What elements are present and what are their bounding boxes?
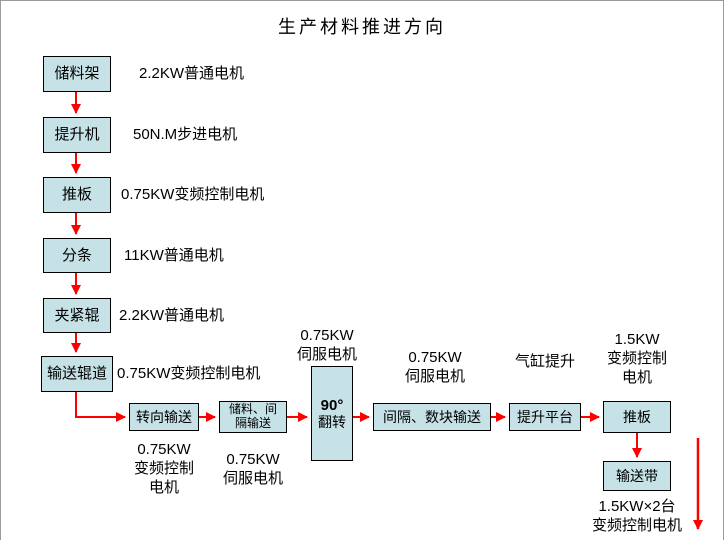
page-title: 生产材料推进方向 bbox=[278, 17, 446, 37]
motor-label-turn-conveyor: 0.75KW 变频控制 电机 bbox=[133, 441, 194, 496]
motor-label-buffer-conveyor: 0.75KW 伺服电机 bbox=[222, 451, 283, 487]
motor-label-pusher: 0.75KW变频控制电机 bbox=[121, 186, 265, 203]
flow-box-lifter: 提升机 bbox=[43, 117, 111, 153]
motor-label-lifter: 50N.M步进电机 bbox=[133, 126, 238, 143]
flow-box-slitter: 分条 bbox=[43, 238, 111, 273]
motor-label-lift-platform: 气缸提升 bbox=[514, 353, 575, 370]
motor-label-flip-90: 0.75KW 伺服电机 bbox=[296, 327, 357, 363]
motor-label-conveyor-roller: 0.75KW变频控制电机 bbox=[117, 365, 261, 382]
flow-box-turn-conveyor: 转向输送 bbox=[129, 403, 199, 431]
flow-box-pusher: 推板 bbox=[43, 177, 111, 213]
motor-label-pusher-2: 1.5KW 变频控制 电机 bbox=[606, 331, 667, 386]
flow-box-flip-90: 90° 翻转 bbox=[311, 366, 353, 461]
flow-box-spacing-conveyor: 间隔、数块输送 bbox=[373, 403, 491, 431]
flow-box-pinch-roller: 夹紧辊 bbox=[43, 298, 111, 333]
motor-label-conveyor-belt: 1.5KW×2台 变频控制电机 bbox=[591, 498, 682, 534]
flow-box-conveyor-belt: 输送带 bbox=[603, 461, 671, 491]
flip-90-label: 90° 翻转 bbox=[318, 396, 346, 431]
flow-box-storage-rack: 储料架 bbox=[43, 56, 111, 92]
motor-label-storage-rack: 2.2KW普通电机 bbox=[139, 65, 245, 82]
flow-box-buffer-conveyor: 储料、间 隔输送 bbox=[219, 401, 287, 433]
flow-box-conveyor-roller: 输送辊道 bbox=[41, 356, 113, 392]
motor-label-slitter: 11KW普通电机 bbox=[124, 247, 224, 264]
motor-label-spacing-conveyor: 0.75KW 伺服电机 bbox=[404, 349, 465, 385]
flow-box-lift-platform: 提升平台 bbox=[509, 403, 581, 431]
arrow-roller-to-turn bbox=[75, 392, 126, 422]
flow-box-pusher-2: 推板 bbox=[603, 401, 671, 433]
motor-label-pinch-roller: 2.2KW普通电机 bbox=[119, 307, 225, 324]
